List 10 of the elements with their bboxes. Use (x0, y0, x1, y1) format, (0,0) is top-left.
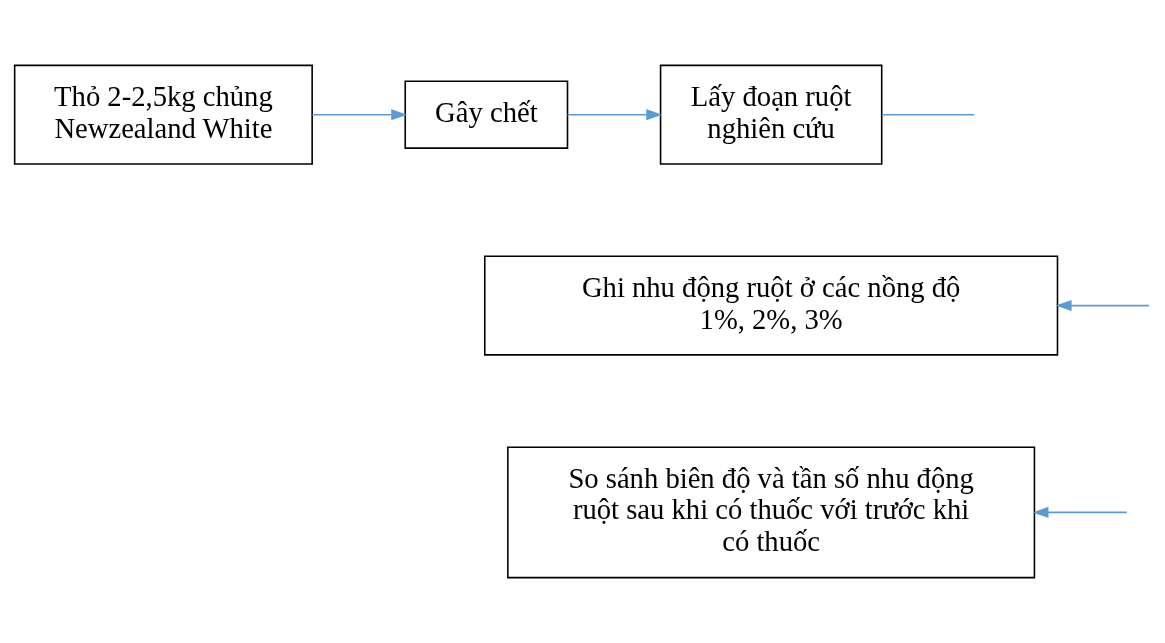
arrow (311, 109, 408, 121)
node-box: Thỏ 2-2,5kg chủng Newzealand White (13, 64, 313, 165)
connector (881, 113, 975, 116)
node-box: Lấy đoạn ruột nghiên cứu (659, 64, 883, 165)
node-box: Gây chết (404, 80, 569, 149)
arrow (1032, 506, 1128, 518)
arrow (566, 109, 663, 121)
node-box: So sánh biên độ và tần số nhu động ruột sau khi có thuốc với trước khi có thuốc (507, 446, 1036, 579)
node-box: Ghi nhu động ruột ở các nồng độ 1%, 2%, 3% (483, 255, 1059, 356)
arrow (1055, 300, 1150, 312)
